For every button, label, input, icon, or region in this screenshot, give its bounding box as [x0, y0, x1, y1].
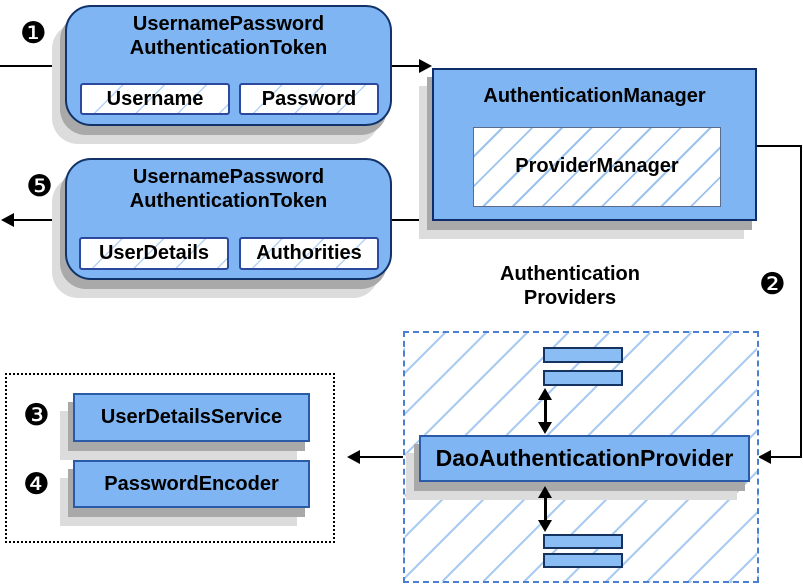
token-request-title: UsernamePassword AuthenticationToken — [67, 7, 390, 60]
manager-to-provider-line-vertical — [800, 145, 802, 458]
provider-stack-bar — [543, 534, 623, 549]
node-user-details-service: UserDetailsService — [73, 393, 310, 442]
provider-to-collaborators-line — [360, 456, 404, 458]
arrowhead-into-provider — [758, 450, 771, 464]
arrowhead-response-out — [1, 213, 14, 227]
field-password: Password — [239, 83, 379, 115]
provider-stack-bar — [543, 370, 623, 386]
request-line-to-manager — [392, 65, 420, 67]
node-authentication-manager: AuthenticationManager ProviderManager — [432, 68, 757, 221]
authentication-providers-label: Authentication Providers — [430, 262, 710, 310]
double-arrow-bottom-down-head — [538, 520, 552, 532]
manager-to-provider-line-bottom — [771, 456, 802, 458]
manager-to-provider-line-top — [757, 145, 802, 147]
provider-stack-bar — [543, 553, 623, 568]
response-line-from-manager — [392, 219, 432, 221]
double-arrow-top-up-head — [538, 388, 552, 400]
token-request-title-line1: UsernamePassword — [132, 13, 325, 35]
double-arrow-bottom-up-head — [538, 486, 552, 498]
authentication-providers-label-line1: Authentication — [500, 263, 640, 285]
arrowhead-into-collaborators — [347, 450, 360, 464]
request-line-in — [0, 65, 66, 67]
authentication-providers-label-line2: Providers — [523, 287, 617, 309]
token-response-title: UsernamePassword AuthenticationToken — [67, 160, 390, 213]
authentication-manager-title: AuthenticationManager — [483, 85, 706, 107]
token-response-title-line2: AuthenticationToken — [129, 190, 328, 212]
step-4-marker: ❹ — [23, 467, 50, 502]
double-arrow-top-shaft — [544, 398, 547, 424]
step-2-marker: ❷ — [759, 267, 786, 302]
node-dao-authentication-provider: DaoAuthenticationProvider — [419, 435, 750, 482]
double-arrow-top-down-head — [538, 422, 552, 434]
field-username: Username — [80, 83, 230, 115]
provider-stack-bar — [543, 347, 623, 363]
field-user-details: UserDetails — [79, 237, 229, 270]
arrowhead-into-manager — [419, 59, 432, 73]
response-line-out — [14, 219, 66, 221]
provider-manager-box: ProviderManager — [473, 127, 721, 207]
field-authorities: Authorities — [239, 237, 379, 270]
token-request-title-line2: AuthenticationToken — [129, 37, 328, 59]
node-username-password-token-request: UsernamePassword AuthenticationToken Use… — [65, 5, 392, 126]
collaborators-container — [5, 373, 335, 543]
step-3-marker: ❸ — [23, 398, 50, 433]
double-arrow-bottom-shaft — [544, 496, 547, 522]
step-1-marker: ❶ — [20, 16, 47, 51]
node-password-encoder: PasswordEncoder — [73, 460, 310, 508]
node-username-password-token-response: UsernamePassword AuthenticationToken Use… — [65, 158, 392, 280]
token-response-title-line1: UsernamePassword — [132, 166, 325, 188]
step-5-marker: ❺ — [26, 169, 53, 204]
